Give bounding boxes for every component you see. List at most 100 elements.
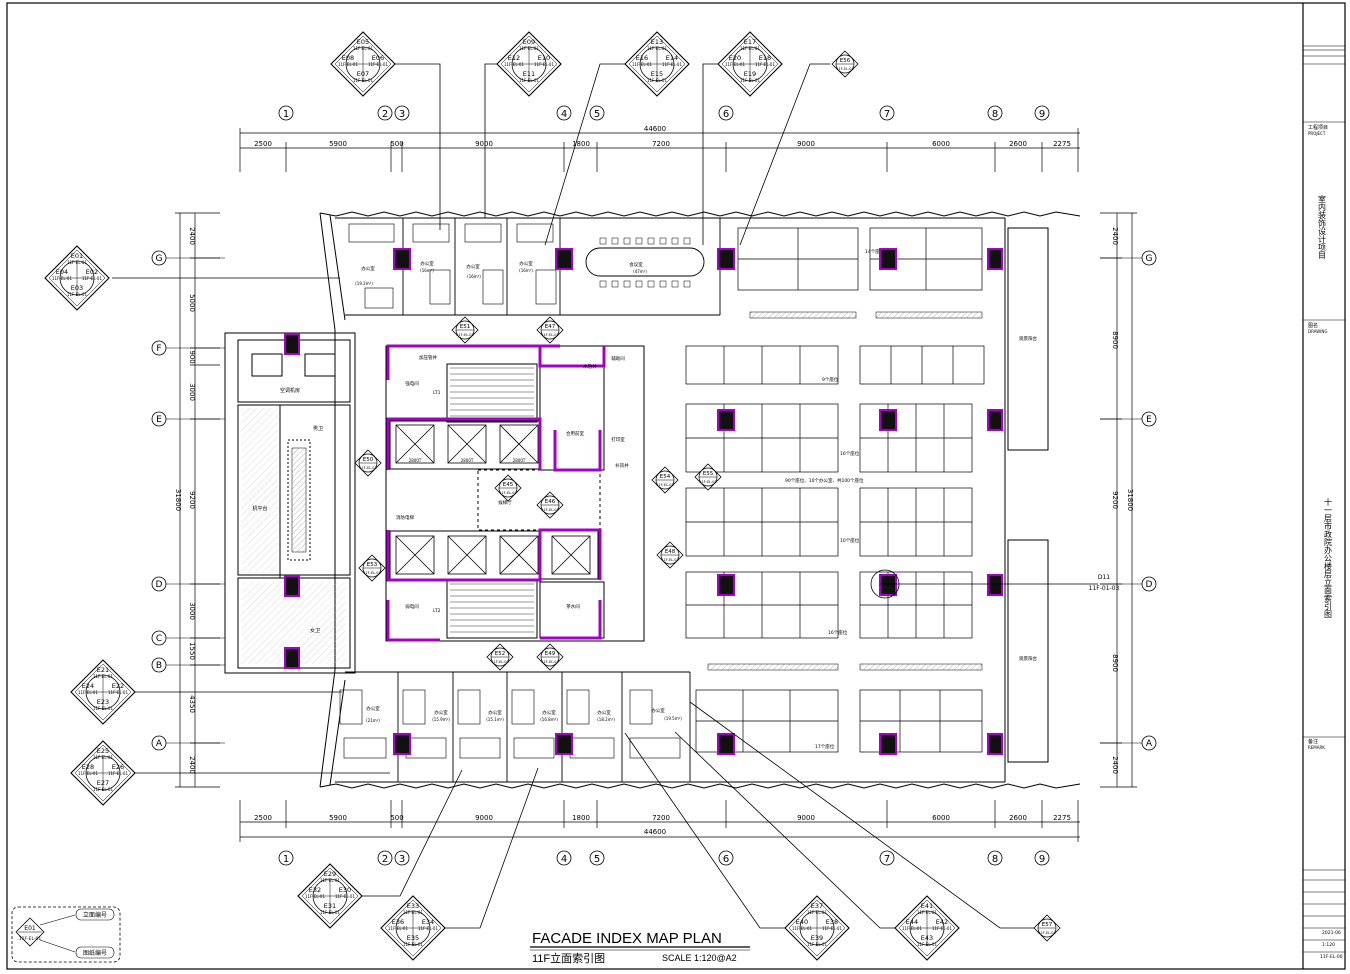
index-sheet-ref: 11F-EL-01: [338, 62, 359, 67]
index-code: E02: [86, 268, 98, 276]
column-grid-top-labels: 1 2 3 4 5 6 7 8 9: [283, 109, 1045, 120]
index-symbol: E0111F-EL-01E0211F-EL-01E0311F-EL-01E041…: [44, 245, 110, 311]
single-tag-ref: 11F-EL-01: [491, 660, 509, 664]
project-label-en: PROJECT: [1308, 131, 1326, 136]
seats-10-label: 10个座位: [840, 537, 860, 544]
fresh-air-label: 补风井: [615, 462, 629, 469]
single-tags: E5611F-EL-01E5111F-EL-01E4711F-EL-01E501…: [354, 50, 1061, 942]
lt1-label: LT1: [433, 390, 441, 396]
single-tag-code: E54: [660, 474, 671, 480]
lt2-label: LT2: [433, 608, 441, 614]
dim-left-seg: 9200: [188, 491, 196, 509]
print-room-label: 打印室: [611, 436, 625, 443]
single-tag-ref: 11F-EL-01: [699, 480, 717, 484]
index-groups: E0511F-EL-01E0611F-EL-01E0711F-EL-01E081…: [44, 31, 960, 961]
index-code: E15: [651, 70, 663, 78]
index-sheet-ref: 11F-EL-01: [67, 292, 88, 297]
dim-right-seg: 9200: [1111, 491, 1119, 509]
office-g-area: (15.1m²): [486, 717, 504, 722]
grid-row-label: G: [1146, 254, 1153, 264]
single-tag-ref: 11F-EL-01: [456, 333, 474, 337]
office-c-label: 办公室: [466, 263, 480, 270]
dim-top-total: 44600: [644, 125, 666, 133]
top-office-furniture: [348, 223, 557, 309]
index-code: E06: [372, 54, 384, 62]
grid-col-label: 2: [382, 109, 388, 120]
office-d-area: (16m²): [519, 268, 533, 273]
legend-code: E01: [24, 925, 36, 932]
dim-bottom-seg: 9000: [797, 814, 815, 822]
index-sheet-ref: 11F-EL-01: [335, 894, 356, 899]
single-tag-ref: 11F-EL-01: [656, 483, 674, 487]
dim-left-segments: 2400 5000 900 3000 9200 3000 1550 4350 2…: [188, 227, 196, 774]
title-scale: SCALE 1:120@A2: [662, 953, 737, 963]
pressure-shaft-label: 加压管井: [419, 354, 437, 361]
office-b-label: 办公室: [420, 260, 434, 267]
toilet-f-label: 女卫: [310, 627, 320, 634]
office-a-label: 办公室: [361, 265, 375, 272]
row-grid-right: [1141, 250, 1157, 751]
dim-top-seg: 2275: [1053, 140, 1071, 148]
remark-label-en: REMARK: [1308, 745, 1325, 750]
index-code: E08: [342, 54, 354, 62]
index-code: E28: [82, 763, 94, 771]
single-tag-ref: 11F-EL-01: [499, 491, 517, 495]
grid-col-label: 9: [1039, 854, 1045, 865]
index-symbol: E3711F-EL-01E3811F-EL-01E3911F-EL-01E401…: [784, 895, 850, 961]
index-code: E33: [407, 902, 419, 910]
single-tag-code: E51: [460, 324, 470, 330]
index-symbol: E3311F-EL-01E3411F-EL-01E3511F-EL-01E361…: [380, 895, 446, 961]
index-sheet-ref: 11F-EL-01: [320, 878, 341, 883]
office-h-area: (16.8m²): [540, 717, 558, 722]
legend-sheet: 11F-EL-01: [19, 936, 42, 942]
grid-col-label: 4: [561, 109, 567, 120]
index-symbol: E2511F-EL-01E2611F-EL-01E2711F-EL-01E281…: [70, 740, 136, 806]
grid-col-label: 3: [399, 854, 405, 865]
tea-room-label: 茶水间: [566, 603, 580, 610]
detail-tag-ref: 11F-01-03: [1089, 585, 1120, 592]
index-sheet-ref: 11F-EL-01: [108, 690, 129, 695]
office-b-area: (16m²): [420, 268, 434, 273]
index-symbol: E0911F-EL-01E1011F-EL-01E1111F-EL-01E121…: [496, 31, 562, 97]
tb-scale: 1:120: [1322, 942, 1335, 948]
index-code: E19: [744, 70, 756, 78]
office-a-area: (19.2m²): [355, 281, 373, 286]
weak-elec-label: 弱电间: [405, 603, 419, 610]
drawing-name: 十一层市政院办公楼层立面索引图: [1324, 497, 1333, 619]
drawing-label-en: DRAWING: [1308, 329, 1327, 334]
dim-bottom-seg: 2275: [1053, 814, 1071, 822]
dimension-bottom: [239, 800, 1080, 842]
grid-col-label: 6: [723, 854, 729, 865]
index-code: E17: [744, 38, 756, 46]
seats-14-label: 14个座位: [865, 248, 885, 255]
index-symbol: E2911F-EL-01E3011F-EL-01E3111F-EL-01E321…: [297, 863, 363, 929]
elec-room-label: 强电间: [405, 380, 419, 387]
index-code: E36: [392, 918, 404, 926]
dim-right-segments: 2400 8900 9200 8900 2400: [1111, 227, 1119, 774]
dim-right-seg: 8900: [1111, 331, 1119, 349]
office-h-label: 办公室: [542, 709, 556, 716]
seats-note-label: 90个座位、10个办公室、共100个座位: [785, 477, 864, 484]
project-name: 室内装饰设计项目: [1318, 194, 1327, 260]
office-i-label: 办公室: [597, 709, 611, 716]
remark-label: 备注: [1308, 738, 1318, 745]
single-tag-ref: 11F-EL-01: [541, 660, 559, 664]
row-grid-left: [151, 250, 167, 751]
legend-label-sheet: 图纸编号: [83, 949, 107, 957]
grid-col-label: 9: [1039, 109, 1045, 120]
index-sheet-ref: 11F-EL-01: [662, 62, 683, 67]
dim-right-seg: 2400: [1111, 227, 1119, 245]
grid-row-label: D: [1146, 580, 1153, 590]
grid-col-label: 1: [283, 854, 289, 865]
legend-label-facade: 立面编号: [83, 911, 107, 919]
fire-elevator-label: 消防电梯: [396, 514, 414, 521]
single-tag-code: E56: [840, 58, 851, 64]
index-code: E44: [906, 918, 918, 926]
index-sheet-ref: 11F-EL-01: [647, 46, 668, 51]
grid-row-label: D: [156, 580, 163, 590]
dim-bottom-seg: 1800: [572, 814, 590, 822]
index-symbol: E1711F-EL-01E1811F-EL-01E1911F-EL-01E201…: [717, 31, 783, 97]
